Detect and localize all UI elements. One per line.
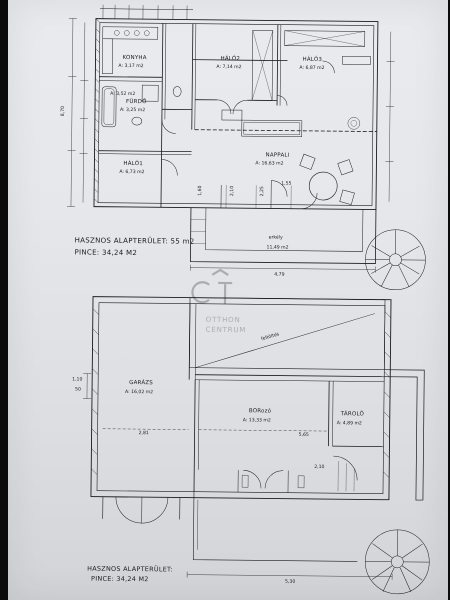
basement-summary-extra: PINCE: 34,24 M2 xyxy=(91,575,149,584)
basement-dim-bottom: 5,30 xyxy=(285,579,295,585)
room-area-borozo: A: 13,33 m2 xyxy=(243,417,271,423)
basement-dim-left-a: 1,10 xyxy=(72,376,82,382)
dim-mid-b: 2,10 xyxy=(229,186,235,196)
basement-dim-tarolo: 2,10 xyxy=(314,464,324,470)
room-area-erkely: 11,49 m2 xyxy=(267,244,289,250)
ground-summary-extra: PINCE: 34,24 M2 xyxy=(74,248,137,257)
room-area-haloi: A: 6,73 m2 xyxy=(119,169,144,175)
dim-mid-a: 1,60 xyxy=(197,185,203,195)
basement-dim-left-b: 50 xyxy=(75,386,81,392)
otthon-centrum-watermark xyxy=(191,268,233,305)
dim-mid-c: 2,25 xyxy=(259,186,265,196)
dim-left-total: 8,70 xyxy=(60,106,66,116)
room-name-nappali: NAPPALI xyxy=(265,152,289,158)
room-name-erkely: erkély xyxy=(269,233,283,240)
room-area-wc: A: 3,52 m2 xyxy=(110,91,135,97)
dim-mid-d: 1,55 xyxy=(281,181,291,187)
room-name-garazs: GARÁZS xyxy=(129,379,153,386)
basement-dim-borozo: 5,65 xyxy=(299,432,309,438)
room-name-haloii: HÁLÓ2 xyxy=(220,55,240,62)
room-name-haloiii: HÁLÓ3 xyxy=(302,56,322,63)
room-name-borozo: BORozó xyxy=(249,407,272,414)
ground-floor-plan xyxy=(66,4,426,291)
feltoltes-label: feltöltés xyxy=(260,330,280,342)
basement-dim-garage: 2,81 xyxy=(139,430,149,436)
basement-summary-label: HASZNOS ALAPTERÜLET: xyxy=(87,564,173,574)
room-area-garazs: A: 16,02 m2 xyxy=(125,389,153,395)
room-area-nappali: A: 16,63 m2 xyxy=(255,160,283,166)
watermark-line1: OTTHON xyxy=(206,316,241,324)
watermark-line2: CENTRUM xyxy=(206,326,247,334)
room-area-tarolo: A: 4,89 m2 xyxy=(337,420,362,426)
room-name-tarolo: TÁROLÓ xyxy=(340,410,365,417)
room-name-furdo: FÜRDŐ xyxy=(126,98,147,105)
room-area-furdo: A: 3,25 m2 xyxy=(120,107,145,113)
room-name-konyha: KONYHA xyxy=(122,55,146,61)
room-name-haloi: HÁLÓ1 xyxy=(123,160,143,167)
room-area-haloii: A: 7,14 m2 xyxy=(216,64,241,70)
room-area-haloiii: A: 6,87 m2 xyxy=(299,65,324,71)
room-area-konyha: A: 3,17 m2 xyxy=(118,63,143,69)
dim-bottom-width: 4,79 xyxy=(274,272,284,278)
ground-summary-label: HASZNOS ALAPTERÜLET: 55 m2 xyxy=(75,235,195,245)
basement-plan xyxy=(82,296,430,595)
